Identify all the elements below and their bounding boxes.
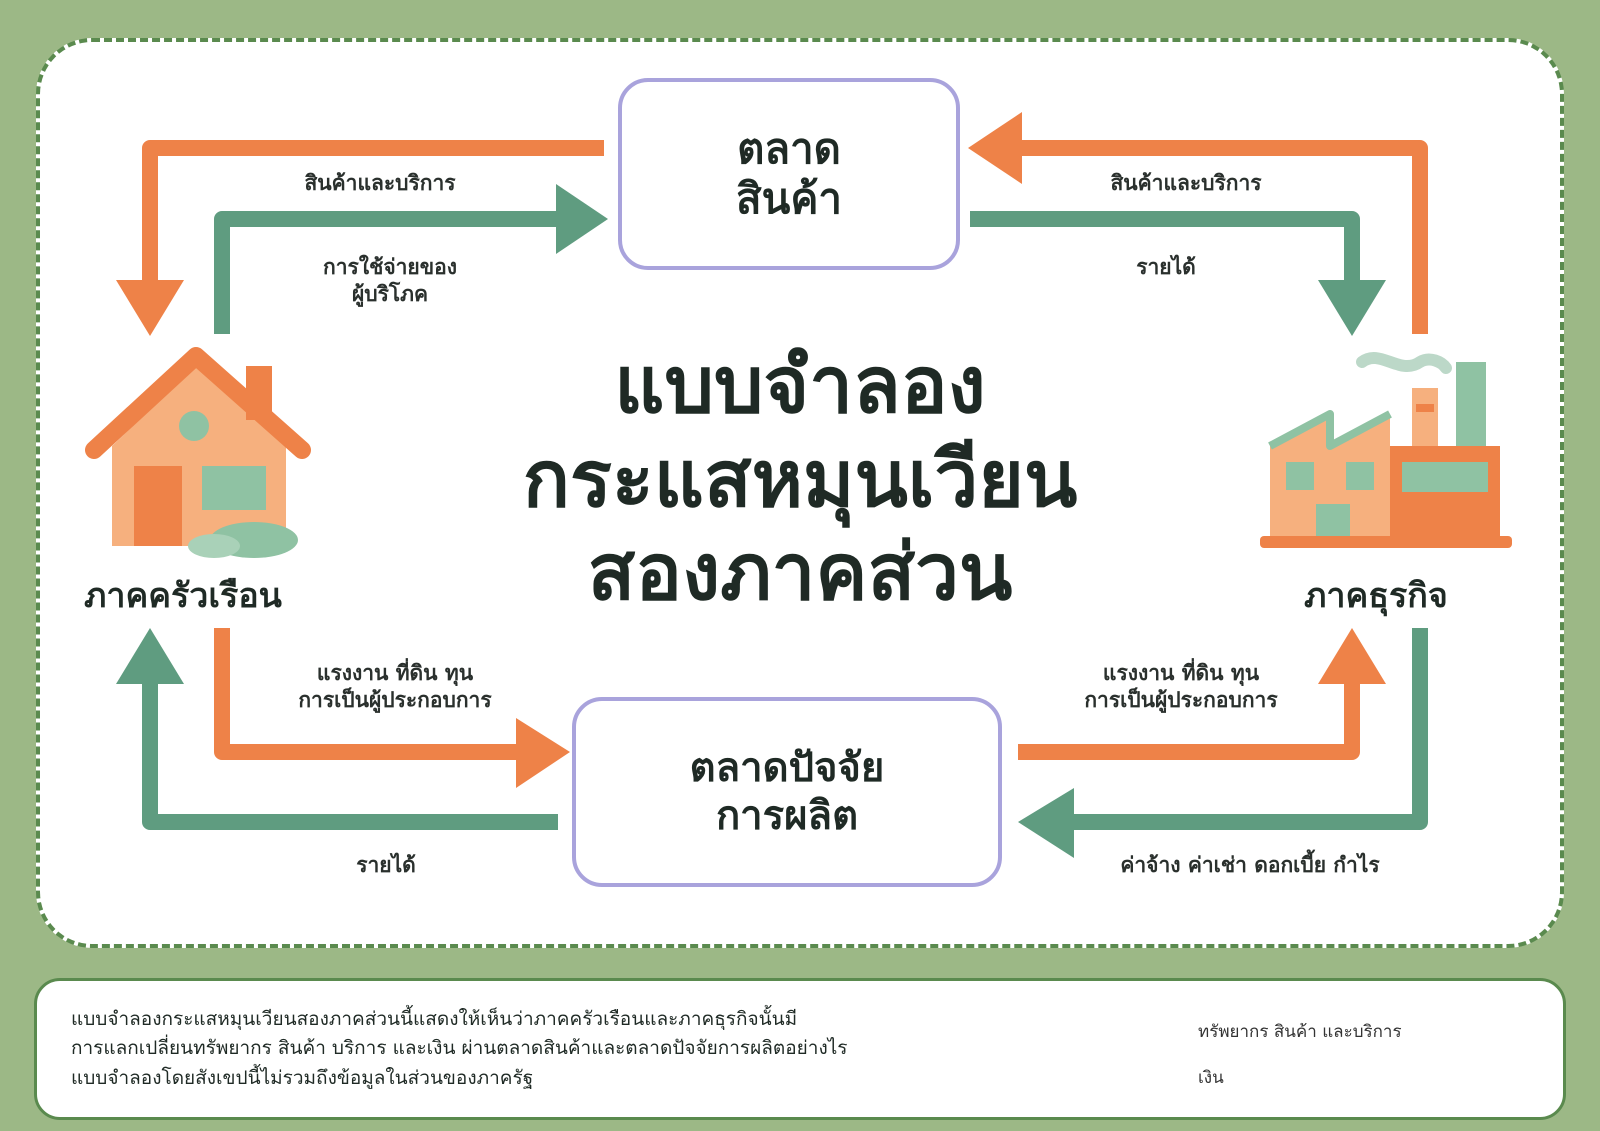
arrowhead — [1318, 628, 1386, 684]
household-sector-label: ภาคครัวเรือน — [84, 576, 282, 616]
flow-label-text: แรงงาน ที่ดิน ทุน — [316, 661, 474, 685]
flow-label-factors-from-household: แรงงาน ที่ดิน ทุน การเป็นผู้ประกอบการ — [250, 660, 540, 715]
flow-label-goods-to-household: สินค้าและบริการ — [250, 170, 510, 197]
arrowhead — [1318, 280, 1386, 336]
arrowhead — [116, 280, 184, 336]
factory-icon — [1260, 351, 1512, 548]
flow-revenue-to-business — [970, 211, 1360, 282]
flow-label-factor-payments: ค่าจ้าง ค่าเช่า ดอกเบี้ย กำไร — [1090, 852, 1410, 879]
flow-label-text: ผู้บริโภค — [351, 282, 429, 307]
flow-factors-to-factor-market — [214, 628, 520, 760]
flow-label-text: สินค้าและบริการ — [1110, 171, 1262, 195]
flow-income-to-household — [142, 680, 558, 830]
legend-description-line: การแลกเปลี่ยนทรัพยากร สินค้า บริการ และเ… — [71, 1037, 848, 1060]
flow-label-business-revenue: รายได้ — [1096, 254, 1236, 281]
factor-market-label-line: ตลาดปัจจัย — [689, 745, 885, 791]
flow-label-text: การใช้จ่ายของ — [323, 255, 457, 279]
title-line: แบบจำลอง — [614, 341, 986, 431]
legend-description-line: แบบจำลองโดยสังเขปนี้ไม่รวมถึงข้อมูลในส่ว… — [71, 1066, 534, 1089]
legend-description: แบบจำลองกระแสหมุนเวียนสองภาคส่วนนี้แสดงใ… — [71, 1005, 1031, 1093]
flow-label-text: แรงงาน ที่ดิน ทุน — [1102, 661, 1260, 685]
business-sector-label: ภาคธุรกิจ — [1304, 576, 1448, 616]
factor-market-label-line: การผลิต — [715, 793, 859, 839]
arrowhead — [116, 628, 184, 684]
goods-market-label-line: สินค้า — [735, 174, 843, 223]
legend-description-line: แบบจำลองกระแสหมุนเวียนสองภาคส่วนนี้แสดงใ… — [71, 1008, 798, 1030]
flow-label-goods-from-business: สินค้าและบริการ — [1056, 170, 1316, 197]
title-line: กระแสหมุนเวียน — [522, 434, 1078, 525]
diagram-title: แบบจำลอง กระแสหมุนเวียน สองภาคส่วน — [460, 340, 1140, 621]
flow-label-text: การเป็นผู้ประกอบการ — [298, 688, 492, 713]
arrowhead — [556, 184, 608, 254]
flow-label-text: ค่าจ้าง ค่าเช่า ดอกเบี้ย กำไร — [1120, 853, 1380, 877]
goods-market-label-line: ตลาด — [737, 123, 841, 173]
arrowhead — [516, 718, 570, 788]
flow-factors-to-business — [1018, 680, 1360, 760]
flow-payments-to-factor-market — [1068, 628, 1428, 830]
arrowhead — [1018, 788, 1074, 858]
flow-label-text: รายได้ — [1136, 255, 1196, 279]
house-icon — [85, 347, 311, 558]
flow-goods-to-household — [142, 140, 604, 282]
flow-goods-to-goods-market — [1010, 140, 1428, 334]
factor-market-box: ตลาดปัจจัย การผลิต — [572, 697, 1002, 887]
goods-market-box: ตลาด สินค้า — [618, 78, 960, 270]
flow-spending-to-goods-market — [214, 211, 560, 334]
legend-money-label: เงิน — [1198, 1068, 1224, 1088]
legend-panel: แบบจำลองกระแสหมุนเวียนสองภาคส่วนนี้แสดงใ… — [34, 978, 1566, 1120]
flow-label-text: รายได้ — [356, 853, 416, 877]
flow-label-factors-to-business: แรงงาน ที่ดิน ทุน การเป็นผู้ประกอบการ — [1036, 660, 1326, 715]
title-line: สองภาคส่วน — [587, 528, 1013, 619]
flow-label-consumer-spending: การใช้จ่ายของ ผู้บริโภค — [270, 254, 510, 309]
arrowhead — [968, 112, 1022, 184]
flow-label-household-income: รายได้ — [316, 852, 456, 879]
flow-label-text: การเป็นผู้ประกอบการ — [1084, 688, 1278, 713]
flow-label-text: สินค้าและบริการ — [304, 171, 456, 195]
legend-resources-label: ทรัพยากร สินค้า และบริการ — [1198, 1022, 1402, 1042]
